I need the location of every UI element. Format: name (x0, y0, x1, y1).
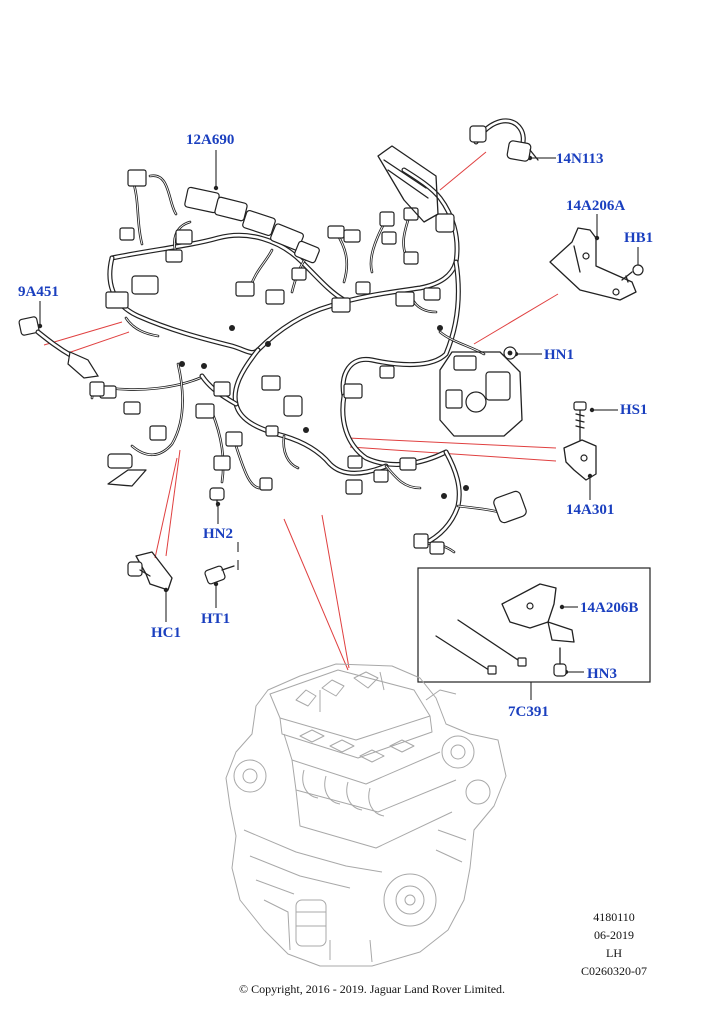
callout-14A301[interactable]: 14A301 (566, 502, 614, 518)
engine-block-outline (225, 663, 507, 967)
harness-strap (107, 469, 147, 487)
stud-HS1 (573, 401, 587, 441)
callout-HC1[interactable]: HC1 (151, 625, 181, 641)
callout-HB1[interactable]: HB1 (624, 230, 653, 246)
bolt-HB1 (621, 264, 644, 283)
callout-14A206B[interactable]: 14A206B (580, 600, 638, 616)
drawing-side: LH (606, 946, 622, 960)
red-lead-lines (43, 151, 559, 671)
harness-connectors (89, 169, 527, 555)
copyright-notice: © Copyright, 2016 - 2019. Jaguar Land Ro… (239, 982, 505, 996)
stud-HT1 (204, 565, 235, 585)
harness-clips (179, 325, 469, 499)
callout-14N113[interactable]: 14N113 (556, 151, 604, 167)
callout-14A206A[interactable]: 14A206A (566, 198, 625, 214)
drawing-meta: 4180110 06-2019 LH C0260320-07 (581, 910, 647, 978)
bracket-14A206A (549, 227, 637, 301)
callout-HN1[interactable]: HN1 (544, 347, 574, 363)
callout-HT1[interactable]: HT1 (201, 611, 230, 627)
callout-9A451[interactable]: 9A451 (18, 284, 59, 300)
bracket-14A301 (563, 439, 597, 481)
sensor-9A451 (18, 316, 99, 379)
drawing-number: 4180110 (593, 910, 635, 924)
clip-HC1 (127, 551, 173, 591)
nut-HN1 (503, 346, 517, 360)
throttle-body-assembly (439, 351, 523, 437)
nut-HN2 (209, 487, 225, 507)
sub-harness-14N113 (377, 118, 539, 223)
engine-wiring-harness (89, 167, 527, 555)
callout-7C391[interactable]: 7C391 (508, 704, 549, 720)
callout-HN3[interactable]: HN3 (587, 666, 617, 682)
drawing-date: 06-2019 (594, 928, 634, 942)
callout-12A690[interactable]: 12A690 (186, 132, 234, 148)
callout-HS1[interactable]: HS1 (620, 402, 648, 418)
kit-7C391 (417, 567, 651, 683)
callout-HN2[interactable]: HN2 (203, 526, 233, 542)
drawing-reference: C0260320-07 (581, 964, 647, 978)
callout-labels: 12A690 14N113 14A206A HB1 9A451 HN1 HS1 … (18, 132, 653, 720)
